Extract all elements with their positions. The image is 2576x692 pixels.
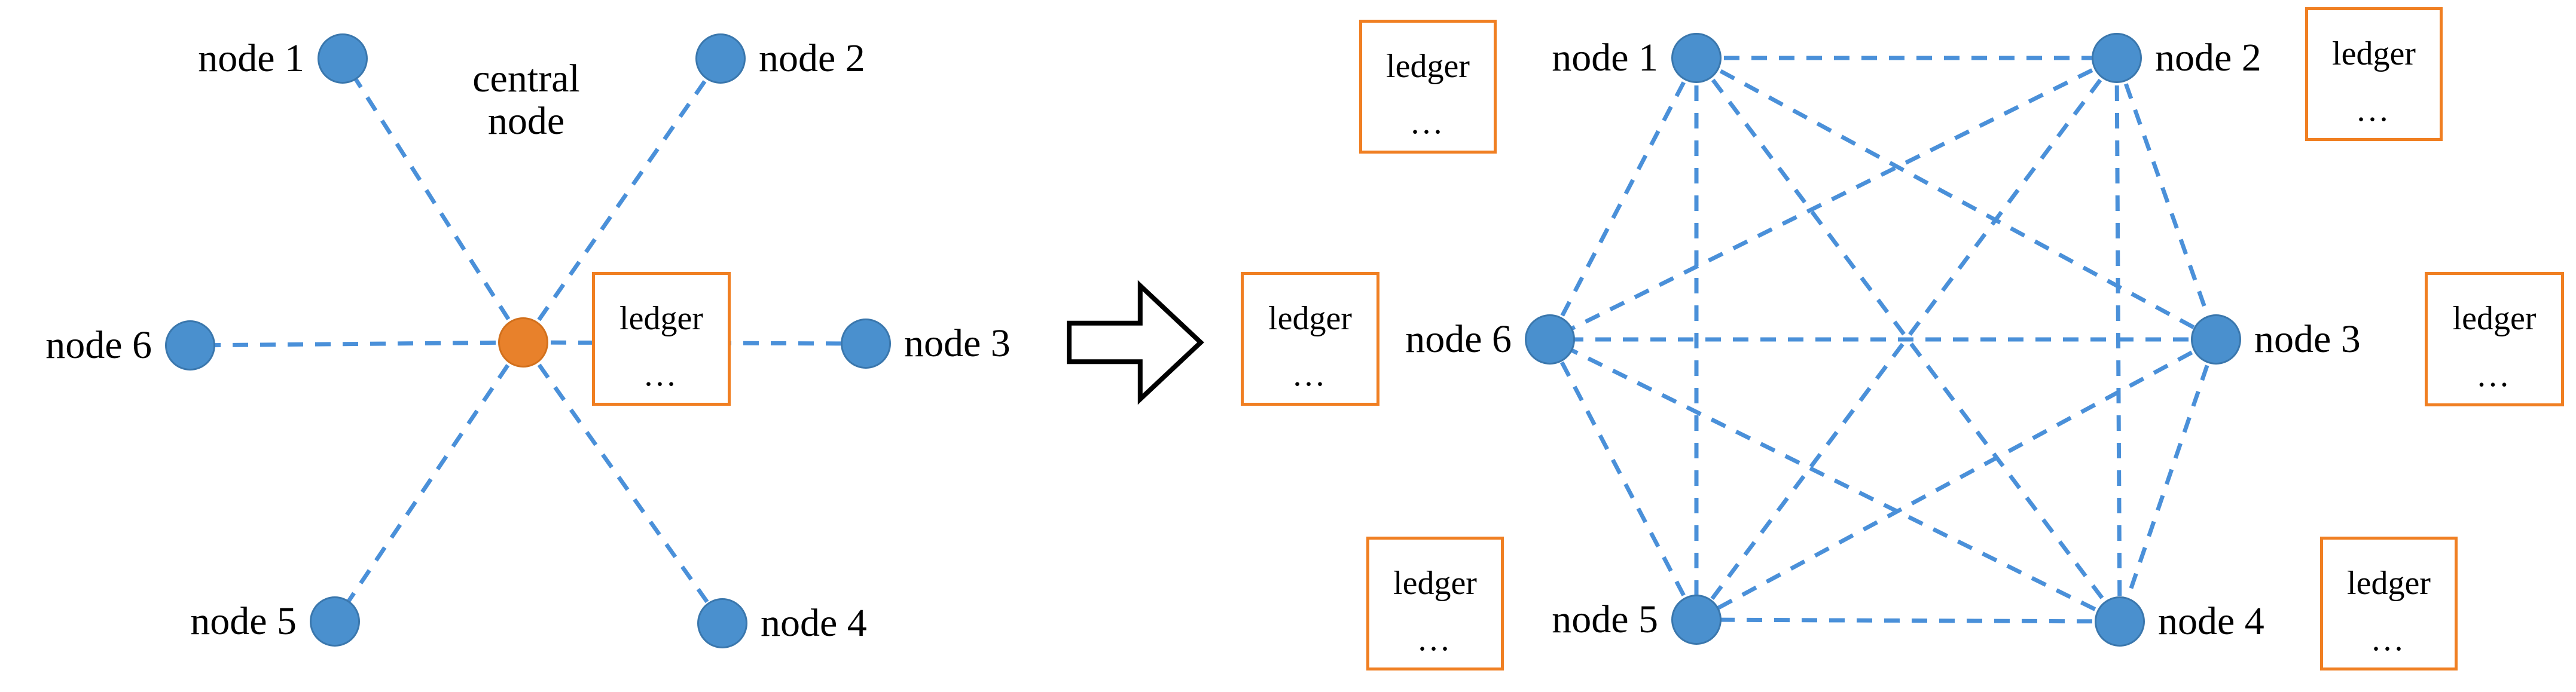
left-ledger-central-box[interactable]: ledger... xyxy=(592,272,731,406)
right-node6-label: node 6 xyxy=(1405,317,1512,361)
right-link-node2-node5 xyxy=(1695,56,2119,621)
transform-arrow-icon xyxy=(1067,280,1204,405)
left-node6-circle[interactable] xyxy=(165,320,215,371)
right-panel-links xyxy=(1548,56,2218,624)
right-node4-circle[interactable] xyxy=(2095,596,2145,647)
right-link-node4-node5 xyxy=(1696,617,2120,624)
left-node4-circle[interactable] xyxy=(697,598,747,648)
left-link-central-node5 xyxy=(333,341,525,623)
right-link-node3-node4 xyxy=(2117,338,2218,623)
right-ledger-node6-title: ledger xyxy=(1268,299,1352,337)
right-ledger-node1-title: ledger xyxy=(1386,47,1470,85)
right-ledger-node1-box[interactable]: ledger... xyxy=(1359,20,1497,154)
right-ledger-node5-ellipsis: ... xyxy=(1418,620,1452,658)
right-link-node5-node6 xyxy=(1548,338,1699,621)
right-link-node1-node4 xyxy=(1695,56,2122,623)
right-link-node2-node3 xyxy=(2114,57,2218,341)
left-node3-label: node 3 xyxy=(904,321,1011,365)
left-link-central-node1 xyxy=(341,57,525,344)
left-central-node-label-line2: node xyxy=(487,99,565,143)
right-ledger-node2-title: ledger xyxy=(2332,35,2416,72)
right-ledger-node3-ellipsis: ... xyxy=(2477,356,2511,394)
right-ledger-node1-ellipsis: ... xyxy=(1411,103,1445,141)
right-ledger-node3-box[interactable]: ledger... xyxy=(2425,272,2564,406)
left-central-node-label-line1: central xyxy=(472,57,580,100)
right-node3-circle[interactable] xyxy=(2191,314,2241,365)
right-ledger-node2-ellipsis: ... xyxy=(2357,91,2391,128)
left-node3-circle[interactable] xyxy=(841,319,891,369)
right-node4-label: node 4 xyxy=(2158,599,2264,643)
right-link-node1-node3 xyxy=(1695,56,2217,342)
left-node5-circle[interactable] xyxy=(310,596,360,647)
right-link-node1-node6 xyxy=(1548,57,1699,341)
right-node2-circle[interactable] xyxy=(2092,33,2142,83)
right-ledger-node4-title: ledger xyxy=(2347,564,2431,602)
right-node2-label: node 2 xyxy=(2155,36,2261,79)
right-ledger-node2-box[interactable]: ledger... xyxy=(2305,7,2443,141)
right-ledger-node6-ellipsis: ... xyxy=(1293,356,1327,393)
right-ledger-node6-box[interactable]: ledger... xyxy=(1241,272,1379,406)
right-ledger-node3-title: ledger xyxy=(2452,300,2537,338)
right-link-node2-node6 xyxy=(1549,56,2118,342)
left-link-central-node4 xyxy=(521,341,724,625)
left-node2-label: node 2 xyxy=(759,36,865,80)
left-ledger-central-ellipsis: ... xyxy=(644,356,679,393)
left-node4-label: node 4 xyxy=(761,601,867,645)
right-node1-circle[interactable] xyxy=(1671,33,1722,83)
left-node1-circle[interactable] xyxy=(318,33,368,84)
right-ledger-node5-box[interactable]: ledger... xyxy=(1366,537,1504,670)
left-node1-label: node 1 xyxy=(198,36,304,80)
right-ledger-node4-box[interactable]: ledger... xyxy=(2320,537,2458,670)
right-node1-label: node 1 xyxy=(1552,36,1658,79)
left-link-central-node6 xyxy=(190,340,524,348)
right-node5-label: node 5 xyxy=(1552,598,1658,641)
right-node6-circle[interactable] xyxy=(1525,314,1575,365)
left-central-node-circle[interactable] xyxy=(498,317,548,368)
left-link-central-node2 xyxy=(521,57,722,344)
right-ledger-node5-title: ledger xyxy=(1393,564,1477,602)
right-link-node4-node6 xyxy=(1549,337,2121,624)
left-node5-label: node 5 xyxy=(190,599,297,643)
left-ledger-central-title: ledger xyxy=(619,299,703,337)
right-ledger-node4-ellipsis: ... xyxy=(2371,620,2406,658)
left-node6-label: node 6 xyxy=(45,323,152,367)
transform-arrow-layer xyxy=(1067,280,1204,405)
left-node2-circle[interactable] xyxy=(695,33,746,84)
right-node3-label: node 3 xyxy=(2254,317,2361,361)
right-node5-circle[interactable] xyxy=(1671,595,1722,645)
right-link-node3-node5 xyxy=(1695,337,2217,622)
